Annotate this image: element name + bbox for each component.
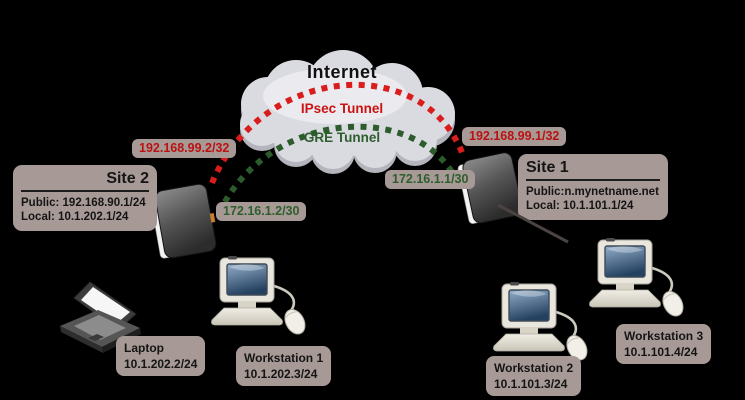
workstation1-icon — [210, 254, 311, 339]
site2-local-address: Local: 10.1.202.1/24 — [21, 211, 129, 223]
site1-gre-ip-badge: 172.16.1.1/30 — [385, 170, 476, 189]
laptop-ip: 10.1.202.2/24 — [124, 357, 198, 371]
ipsec-tunnel-label: IPsec Tunnel — [300, 101, 384, 116]
site1-public-address: Public:n.mynetname.net — [526, 186, 659, 198]
workstation2-label: Workstation 2 10.1.101.3/24 — [486, 356, 582, 396]
gre-tunnel-label: GRE Tunnel — [303, 130, 381, 145]
ipsec-tunnel-line — [209, 81, 467, 185]
laptop-name: Laptop — [124, 341, 164, 355]
site2-info-box: Site 2 Public: 192.168.90.1/24 Local: 10… — [13, 165, 157, 231]
internet-cloud-icon — [240, 50, 455, 174]
workstation3-ip: 10.1.101.4/24 — [624, 345, 698, 359]
workstation3-name: Workstation 3 — [624, 329, 704, 343]
workstation2-name: Workstation 2 — [494, 361, 574, 375]
gre-tunnel-line — [216, 123, 459, 215]
workstation1-ip: 10.1.202.3/24 — [244, 367, 318, 381]
workstation1-label: Workstation 1 10.1.202.3/24 — [236, 346, 332, 386]
workstation1-name: Workstation 1 — [244, 351, 324, 365]
site1-info-box: Site 1 Public:n.mynetname.net Local: 10.… — [518, 154, 668, 220]
site2-router-icon — [150, 183, 217, 259]
site2-public-address: Public: 192.168.90.1/24 — [21, 197, 146, 209]
site1-tunnel-ip-badge: 192.168.99.1/32 — [462, 127, 567, 146]
internet-label: Internet — [306, 62, 377, 82]
workstation3-icon — [588, 236, 689, 321]
site1-title: Site 1 — [526, 159, 660, 181]
site2-tunnel-ip-badge: 192.168.99.2/32 — [132, 139, 237, 158]
workstation2-icon — [492, 280, 593, 365]
laptop-label: Laptop 10.1.202.2/24 — [116, 336, 206, 376]
site1-local-address: Local: 10.1.101.1/24 — [526, 200, 634, 212]
site2-title: Site 2 — [21, 170, 149, 192]
workstation2-ip: 10.1.101.3/24 — [494, 377, 568, 391]
workstation3-label: Workstation 3 10.1.101.4/24 — [616, 324, 712, 364]
site2-gre-ip-badge: 172.16.1.2/30 — [216, 202, 307, 221]
